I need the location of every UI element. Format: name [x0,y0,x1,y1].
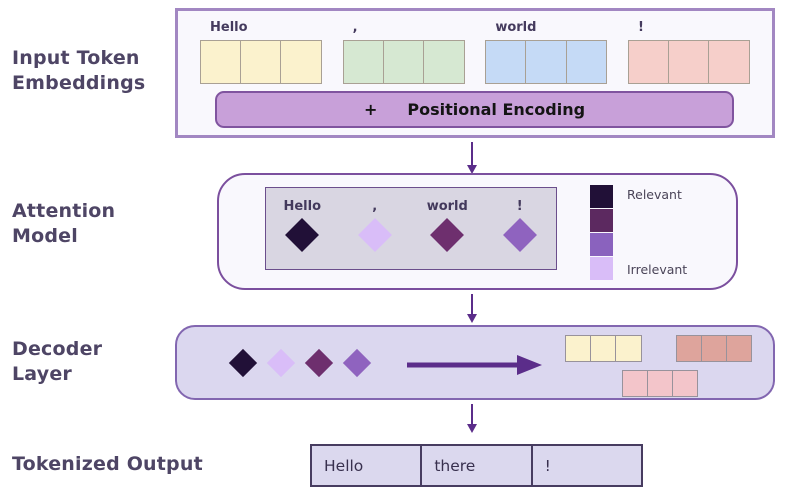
input-token-group: world [485,20,608,84]
output-token-cell: ! [544,456,551,475]
legend-swatch [590,209,613,232]
decoder-diamond-icon [266,348,296,378]
arrow-right-icon [407,355,542,375]
decoder-output-block [676,335,752,362]
positional-encoding-text: Positional Encoding [407,100,586,119]
decoder-cell [565,335,592,362]
embedding-cell-row [627,40,750,84]
embedding-cell-row [200,40,323,84]
decoder-output-block [565,335,643,362]
decoder-cell [671,370,698,397]
attention-model-label-line1: Attention [12,200,116,222]
decoder-output-block [622,370,698,397]
legend-label-column: Relevant Irrelevant [627,185,687,280]
attention-token-group: ! [488,199,552,252]
arrow-down-icon [466,404,477,433]
attention-token-group: , [343,199,407,252]
legend-swatch [590,257,613,280]
attention-token-label: ! [516,199,523,214]
embedding-cell [423,40,465,84]
embedding-cell-row [485,40,608,84]
attention-token-label: Hello [283,199,322,214]
input-token-row: Hello, world! [178,20,772,84]
input-token-label: , [352,20,358,35]
legend-swatch [590,233,613,256]
decoder-layer-label: Decoder Layer [12,337,102,387]
embedding-cell [627,40,670,84]
arrow-down-icon [466,294,477,323]
attention-legend: Relevant Irrelevant [590,185,687,280]
decoder-diamond-icon [228,348,258,378]
embedding-cell [240,40,282,84]
embedding-cell [565,40,608,84]
attention-diamond-icon [430,218,465,252]
input-embeddings-label-line1: Input Token [12,47,140,69]
decoder-diamond-icon [342,348,372,378]
decoder-diamond-row [228,348,372,378]
decoder-layer-label-line2: Layer [12,363,72,386]
decoder-cell [700,335,728,362]
embedding-cell [485,40,527,84]
embedding-cell [200,40,242,84]
input-embeddings-label: Input Token Embeddings [12,46,145,96]
embedding-cell-row [342,40,465,84]
decoder-cell [590,335,617,362]
tokenized-output-label-line1: Tokenized Output [12,453,203,475]
tokenized-output-label: Tokenized Output [12,452,203,477]
attention-diamond-icon [502,218,537,252]
attention-diamond-icon [357,218,392,252]
input-token-label: Hello [210,20,248,35]
input-token-label: ! [637,20,644,35]
decoder-layer-label-line1: Decoder [12,338,103,360]
attention-token-label: world [426,199,468,214]
embedding-cell [342,40,385,84]
attention-token-label: , [372,199,378,214]
output-token-cell: Hello [312,446,423,485]
attention-model-box: Hello, world! Relevant Irrelevant [217,173,738,290]
positional-encoding-bar: + Positional Encoding [215,91,734,128]
attention-token-panel: Hello, world! [265,187,557,270]
decoder-cell [622,370,649,397]
input-embeddings-box: Hello, world! + Positional Encoding [175,8,775,138]
attention-model-label-line2: Model [12,225,78,248]
decoder-cell [646,370,674,397]
legend-swatch [590,185,613,208]
decoder-layer-box [175,325,775,400]
embedding-cell [382,40,425,84]
embedding-cell [708,40,750,84]
legend-irrelevant-label: Irrelevant [627,262,688,277]
attention-diamond-icon [285,218,320,252]
decoder-diamond-icon [304,348,334,378]
input-token-group: , [342,20,465,84]
legend-swatch-column [590,185,613,280]
input-token-label: world [495,20,537,35]
attention-model-label: Attention Model [12,199,115,249]
input-token-group: Hello [200,20,323,84]
embedding-cell [668,40,710,84]
output-token-cell: there [422,446,533,485]
decoder-cell [725,335,752,362]
plus-icon: + [363,100,378,119]
decoder-cell [676,335,703,362]
embedding-cell [525,40,568,84]
input-token-group: ! [627,20,750,84]
legend-relevant-label: Relevant [627,187,682,202]
decoder-cell [615,335,643,362]
attention-token-group: Hello [270,199,334,252]
input-embeddings-label-line2: Embeddings [12,72,146,95]
embedding-cell [280,40,323,84]
attention-token-group: world [415,199,479,252]
arrow-down-icon [466,142,477,174]
